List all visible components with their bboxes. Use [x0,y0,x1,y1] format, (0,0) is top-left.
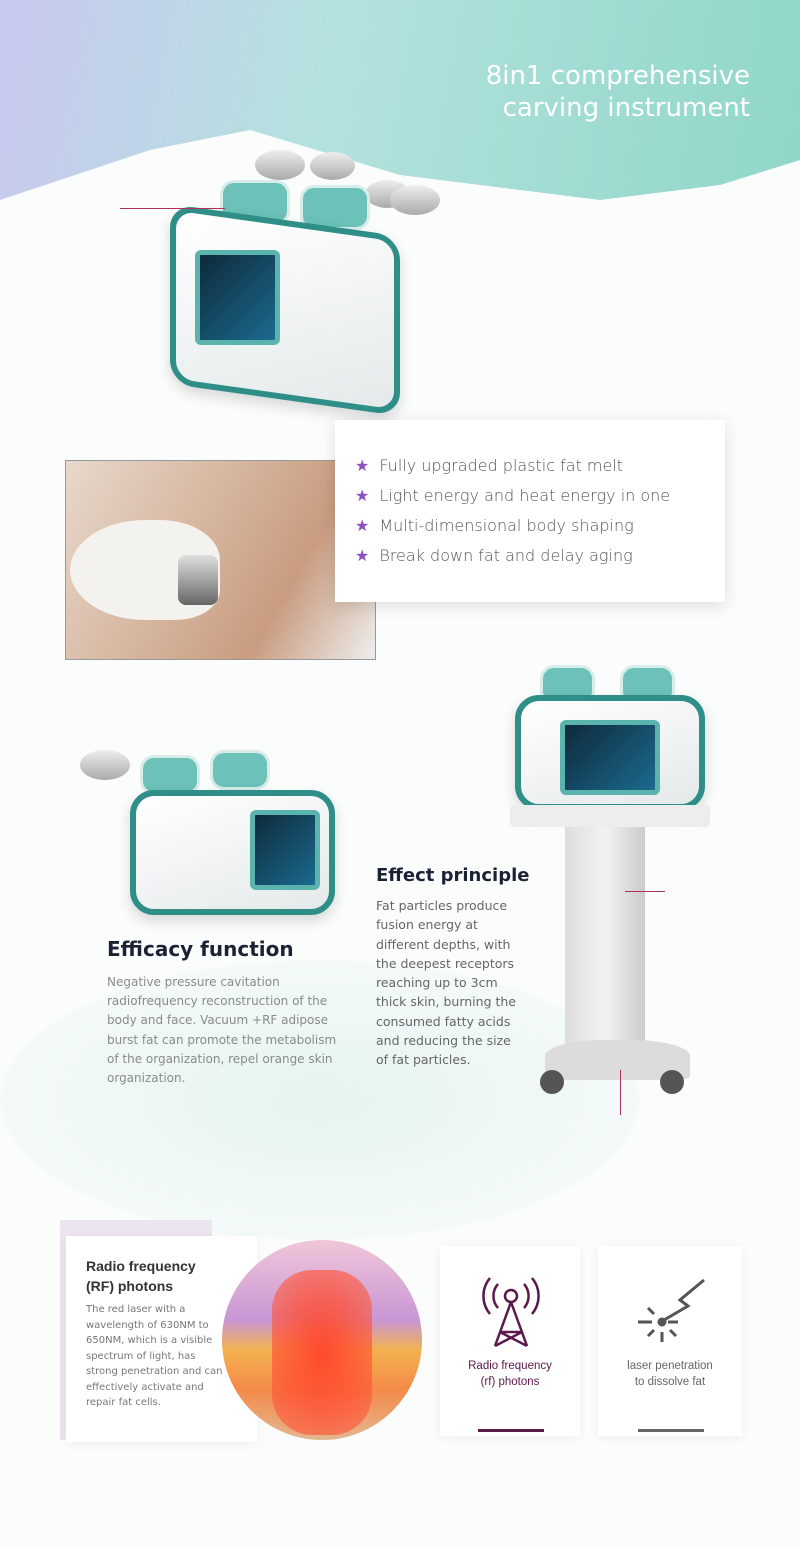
product-image-stand [490,655,725,1115]
feature-item: ★Light energy and heat energy in one [355,486,671,505]
body-line: of fat particles. [376,1052,471,1068]
section-heading: Effect principle [376,865,530,886]
body-line: The red laser with a [86,1304,186,1315]
product-image-side [60,730,345,920]
body-line: thick skin, burning the [376,994,516,1010]
body-line: organization. [107,1071,186,1086]
body-line: spectrum of light, has [86,1350,196,1362]
body-line: the deepest receptors [376,955,515,971]
body-line: different depths, with [376,936,511,952]
body-line: body and face. Vacuum +RF adipose [107,1013,329,1028]
feature-item: ★Break down fat and delay aging [355,546,633,565]
body-line: effectively activate and [86,1381,204,1393]
pointer-arrow [120,208,225,209]
star-icon: ★ [355,546,370,565]
rf-info-card: Radio frequency(RF) photons The red lase… [66,1236,257,1442]
star-icon: ★ [355,516,370,535]
section-body: Fat particles produce fusion energy at dif… [376,896,556,1070]
background-blob [0,960,640,1240]
section-body: Negative pressure cavitation radiofrequen… [107,973,367,1088]
body-line: reaching up to 3cm [376,975,498,991]
body-line: consumed fatty acids [376,1013,511,1029]
icon-card-bar [638,1429,704,1432]
icon-card-label: Radio frequency(rf) photons [468,1360,552,1388]
body-line: burst fat can promote the metabolism [107,1032,337,1047]
title-line: 8in1 comprehensive [485,61,750,91]
efficacy-section: Efficacy function Negative pressure cavi… [107,937,367,1088]
effect-section: Effect principle Fat particles produce fu… [376,865,556,1070]
rf-skin-illustration [222,1240,422,1440]
treatment-photo-handpiece [178,555,218,605]
rf-body: The red laser with a wavelength of 630NM … [86,1302,257,1411]
body-line: Negative pressure cavitation [107,975,280,989]
icon-card-bar [478,1429,544,1432]
pointer-arrow [625,891,665,892]
body-line: wavelength of 630NM to [86,1319,209,1331]
laser-icon [638,1278,705,1342]
icon-card-rf: Radio frequency(rf) photons [440,1246,580,1436]
product-image-main [150,140,450,417]
body-line: 650NM, which is a visible [86,1335,213,1346]
feature-item: ★Fully upgraded plastic fat melt [355,456,624,475]
star-icon: ★ [355,486,370,505]
body-line: strong penetration and can [86,1366,223,1377]
star-icon: ★ [355,456,370,475]
feature-item: ★Multi-dimensional body shaping [355,516,634,535]
page-title: 8in1 comprehensive carving instrument [440,60,750,124]
pointer-arrow [620,1070,621,1115]
body-line: and reducing the size [376,1033,511,1049]
body-line: fusion energy at [376,917,478,933]
body-line: radiofrequency reconstruction of the [107,994,328,1009]
body-line: of the organization, repel orange skin [107,1051,333,1066]
body-line: repair fat cells. [86,1397,161,1408]
rf-title: Radio frequency(RF) photons [86,1258,196,1294]
body-line: Fat particles produce [376,898,508,913]
radio-tower-icon [482,1277,540,1348]
features-card: ★Fully upgraded plastic fat melt ★Light … [335,420,725,602]
section-heading: Efficacy function [107,937,294,961]
title-line: carving instrument [502,93,750,123]
